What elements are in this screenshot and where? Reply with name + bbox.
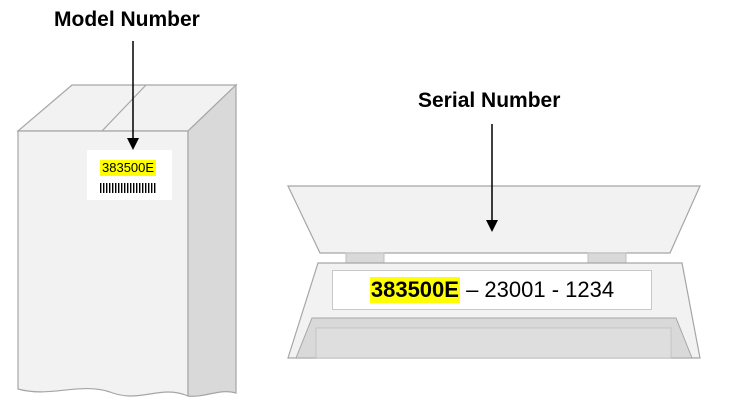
model-code: 383500E xyxy=(100,160,157,176)
model-number-title: Model Number xyxy=(54,8,200,31)
serial-sequence-part: 1234 xyxy=(565,277,615,302)
tray-inner xyxy=(315,327,672,359)
hinge-right xyxy=(587,252,627,265)
box-top-seam xyxy=(101,84,147,132)
serial-model-part: 383500E xyxy=(369,277,460,303)
serial-number-title: Serial Number xyxy=(418,89,561,112)
box-side-face xyxy=(187,83,237,397)
serial-number-label: 383500E – 23001 - 1234 xyxy=(332,270,652,310)
lid xyxy=(287,185,701,254)
barcode-icon xyxy=(100,183,156,193)
serial-separator-1: – xyxy=(459,277,485,302)
model-sticker: 383500E xyxy=(87,150,172,200)
hinge-left xyxy=(345,252,385,265)
serial-separator-2: - xyxy=(545,277,566,302)
serial-date-part: 23001 xyxy=(484,277,546,302)
